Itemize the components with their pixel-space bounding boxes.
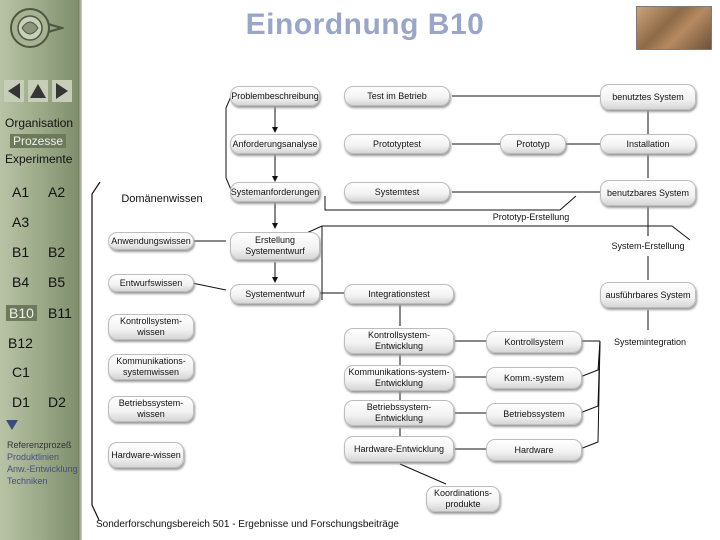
node-systementwurf: Systementwurf <box>230 284 320 304</box>
node-hardwarewissen: Hardware-wissen <box>108 442 184 468</box>
project-a1[interactable]: A1 <box>12 184 30 200</box>
link-referenzprozess[interactable]: Referenzprozeß <box>7 440 72 450</box>
node-prototyptest: Prototyptest <box>344 134 450 154</box>
node-prototyp: Prototyp <box>500 134 566 154</box>
link-produktlinien[interactable]: Produktlinien <box>7 452 60 462</box>
node-betriebssystem: Betriebssystem <box>486 403 582 425</box>
node-kontrollsystem: Kontrollsystem <box>486 331 582 353</box>
arrow-right-icon[interactable] <box>52 80 72 102</box>
project-a3[interactable]: A3 <box>12 214 30 230</box>
arrow-up-icon[interactable] <box>28 80 48 102</box>
project-d2[interactable]: D2 <box>48 394 66 410</box>
node-systemintegration: Systemintegration <box>613 336 687 347</box>
node-systemtest: Systemtest <box>344 182 450 202</box>
node-betriebssystem-entwicklung: Betriebssystem-Entwicklung <box>344 400 454 426</box>
node-hardware: Hardware <box>486 439 582 461</box>
arrow-down-icon[interactable] <box>6 420 18 430</box>
node-benutztes-system: benutztes System <box>600 84 696 110</box>
project-b5[interactable]: B5 <box>48 274 66 290</box>
project-b12[interactable]: B12 <box>8 335 33 351</box>
project-d1[interactable]: D1 <box>12 394 30 410</box>
project-b2[interactable]: B2 <box>48 244 66 260</box>
node-erstellung-systementwurf: Erstellung Systementwurf <box>230 232 320 260</box>
node-integrationstest: Integrationstest <box>344 284 454 304</box>
node-anwendungswissen: Anwendungswissen <box>108 232 194 250</box>
node-anforderungsanalyse: Anforderungsanalyse <box>230 134 320 154</box>
node-komm-system: Komm.-system <box>486 367 582 389</box>
arrow-left-icon[interactable] <box>4 80 24 102</box>
node-betriebssystemwissen: Betriebssystem-wissen <box>108 396 194 422</box>
node-system-erstellung: System-Erstellung <box>611 240 685 251</box>
node-kontrollsystemwissen: Kontrollsystem-wissen <box>108 314 194 340</box>
project-b1[interactable]: B1 <box>12 244 30 260</box>
sidebar-divider <box>78 0 82 540</box>
creation-of-adam-image <box>636 6 712 50</box>
sfb-logo-icon <box>10 8 64 48</box>
project-a2[interactable]: A2 <box>48 184 66 200</box>
project-b10-label: B10 <box>6 305 37 321</box>
node-prototyp-erstellung: Prototyp-Erstellung <box>492 211 570 222</box>
node-entwurfswissen: Entwurfswissen <box>108 274 194 292</box>
page-title: Einordnung B10 <box>245 8 485 41</box>
node-koordinationsprodukte: Koordinations-produkte <box>426 486 500 512</box>
node-problembeschreibung: Problembeschreibung <box>230 86 320 106</box>
node-test-im-betrieb: Test im Betrieb <box>344 86 450 106</box>
footer-text: Sonderforschungsbereich 501 - Ergebnisse… <box>96 519 399 530</box>
link-anw-entwicklung[interactable]: Anw.-Entwicklung <box>7 464 78 474</box>
node-ausfuehrbares-system: ausführbares System <box>600 282 696 308</box>
node-installation: Installation <box>600 134 696 154</box>
nav-organisation[interactable]: Organisation <box>5 116 74 130</box>
nav-arrows <box>4 80 72 102</box>
node-domaenenwissen: Domänenwissen <box>121 192 203 205</box>
node-benutzbares-system: benutzbares System <box>600 180 696 206</box>
project-b4[interactable]: B4 <box>12 274 30 290</box>
project-b11[interactable]: B11 <box>48 305 72 321</box>
project-b10[interactable]: B10 <box>6 305 37 321</box>
node-kommunikationssystemwissen: Kommunikations-systemwissen <box>108 354 194 380</box>
node-kontrollsystem-entwicklung: Kontrollsystem-Entwicklung <box>344 328 454 354</box>
nav-experimente[interactable]: Experimente <box>5 152 73 166</box>
nav-prozesse-label: Prozesse <box>10 134 67 148</box>
node-kommunikationssystem-entwicklung: Kommunikations-system-Entwicklung <box>344 365 454 391</box>
node-hardware-entwicklung: Hardware-Entwicklung <box>344 436 454 462</box>
link-techniken[interactable]: Techniken <box>7 476 48 486</box>
nav-prozesse[interactable]: Prozesse <box>10 134 67 148</box>
node-systemanforderungen: Systemanforderungen <box>230 182 320 202</box>
project-c1[interactable]: C1 <box>12 364 30 380</box>
